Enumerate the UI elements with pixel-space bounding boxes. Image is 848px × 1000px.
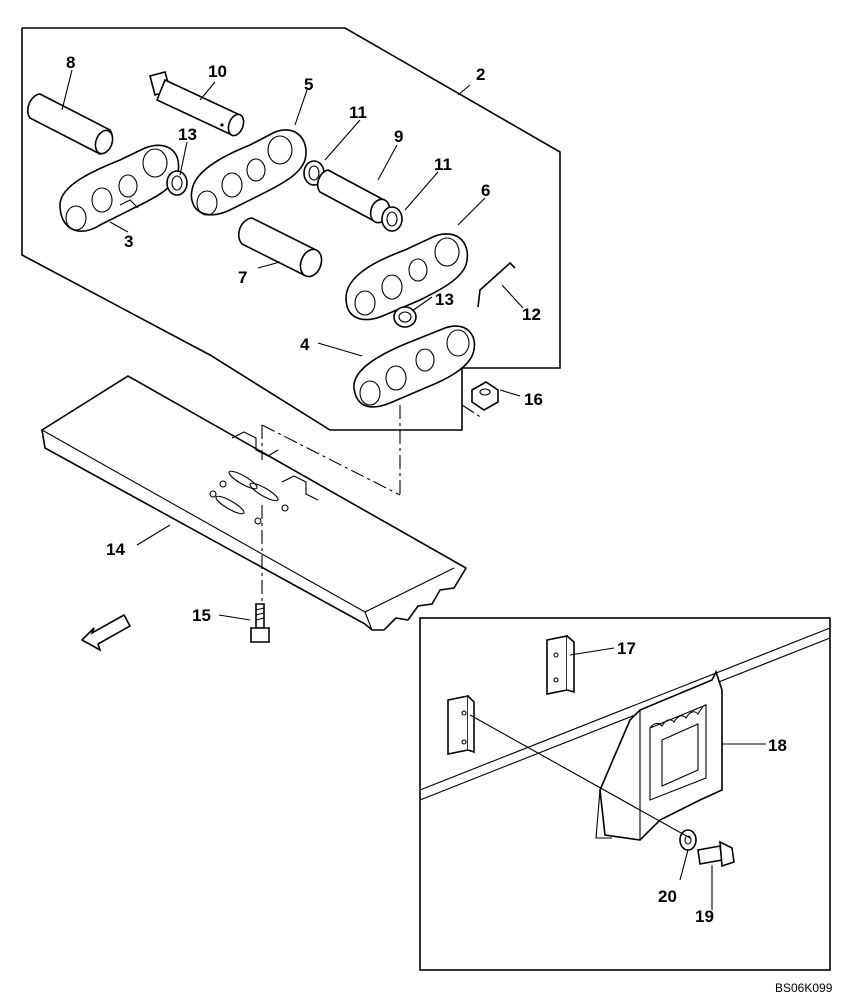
callout-17: 17 xyxy=(617,639,636,658)
bolt-part-19 xyxy=(697,840,735,868)
callout-15: 15 xyxy=(192,606,211,625)
callout-2: 2 xyxy=(476,65,485,84)
link-part-4 xyxy=(353,325,476,408)
spacer-ring-11b xyxy=(381,206,403,232)
alignment-lines xyxy=(261,404,483,605)
spacer-block-part-17 xyxy=(447,635,575,755)
seal-ring-13b xyxy=(393,306,417,328)
washer-part-20 xyxy=(679,829,697,851)
callout-11a: 11 xyxy=(349,103,367,122)
pin-part-8 xyxy=(27,93,114,155)
link-part-3 xyxy=(59,144,180,232)
direction-arrow-icon xyxy=(80,613,132,652)
reference-code: BS06K099 xyxy=(775,981,833,995)
callout-19: 19 xyxy=(695,907,714,926)
callout-10: 10 xyxy=(208,62,227,81)
seal-ring-13a xyxy=(166,170,188,196)
callout-4: 4 xyxy=(300,335,310,354)
callout-9: 9 xyxy=(394,127,403,146)
callout-16: 16 xyxy=(524,390,543,409)
callout-13a: 13 xyxy=(178,125,197,144)
callout-8: 8 xyxy=(66,53,75,72)
alignment-line-cover xyxy=(469,714,691,839)
bolt-part-15 xyxy=(250,603,270,643)
callout-12: 12 xyxy=(522,305,541,324)
leader-lines xyxy=(61,69,766,910)
callout-14: 14 xyxy=(106,540,125,559)
detail-frame xyxy=(419,617,831,971)
nut-part-16 xyxy=(471,381,499,411)
link-part-5 xyxy=(190,129,307,216)
callout-3: 3 xyxy=(124,232,133,251)
cover-plate-part-18 xyxy=(595,669,723,841)
callout-6: 6 xyxy=(481,181,490,200)
link-part-6 xyxy=(345,233,469,321)
callout-7: 7 xyxy=(238,268,247,287)
cotter-pin-part-12 xyxy=(477,261,516,308)
callout-11b: 11 xyxy=(434,155,452,174)
bushing-part-7 xyxy=(237,217,323,278)
bushing-part-9 xyxy=(316,169,391,224)
track-shoe-part-14 xyxy=(41,375,468,631)
callout-13b: 13 xyxy=(435,290,454,309)
pin-part-10 xyxy=(149,71,245,137)
callout-18: 18 xyxy=(768,736,787,755)
callout-20: 20 xyxy=(658,887,677,906)
callout-5: 5 xyxy=(304,75,313,94)
link-assembly-frame xyxy=(21,27,561,431)
